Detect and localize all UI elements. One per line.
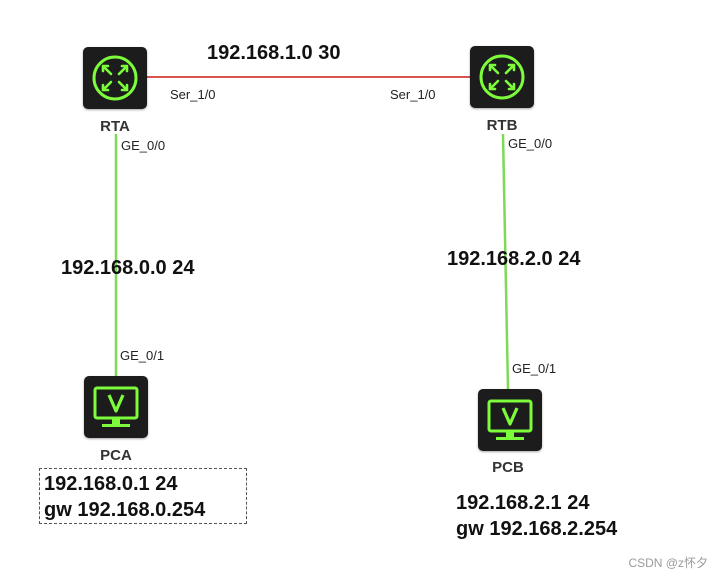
pca-ip-address: 192.168.0.1 24 — [44, 473, 178, 495]
pcb-config-box: 192.168.2.1 24 gw 192.168.2.254 — [456, 490, 617, 542]
router-rtb[interactable] — [470, 46, 534, 108]
pca-gateway: gw 192.168.0.254 — [44, 499, 206, 521]
pca-ge01-interface-label: GE_0/1 — [120, 348, 165, 363]
router-icon — [92, 55, 138, 101]
pcb-ge01-interface-label: GE_0/1 — [512, 361, 557, 376]
device-name-pcb: PCB — [492, 459, 524, 476]
watermark: CSDN @z怀夕 — [628, 556, 708, 570]
pca-config-box: 192.168.0.1 24 gw 192.168.0.254 — [39, 468, 247, 524]
rta-ge00-interface-label: GE_0/0 — [121, 138, 166, 153]
pcb-ip-address: 192.168.2.1 24 — [456, 492, 590, 514]
rta-serial-interface-label: Ser_1/0 — [170, 87, 216, 102]
monitor-icon — [487, 399, 533, 440]
rtb-serial-interface-label: Ser_1/0 — [390, 87, 436, 102]
serial-network-label: 192.168.1.0 30 — [207, 42, 341, 64]
pcb-gateway: gw 192.168.2.254 — [456, 518, 618, 540]
device-name-pca: PCA — [100, 447, 132, 464]
pc-pca[interactable] — [84, 376, 148, 438]
pc-pcb[interactable] — [478, 389, 542, 451]
monitor-icon — [93, 386, 139, 427]
router-rta[interactable] — [83, 47, 147, 109]
device-name-rtb: RTB — [486, 117, 518, 134]
right-lan-network-label: 192.168.2.0 24 — [447, 248, 581, 270]
right-lan-link — [501, 133, 510, 391]
rtb-ge00-interface-label: GE_0/0 — [508, 136, 553, 151]
left-lan-network-label: 192.168.0.0 24 — [61, 257, 195, 279]
router-icon — [479, 54, 525, 100]
device-name-rta: RTA — [100, 118, 130, 135]
